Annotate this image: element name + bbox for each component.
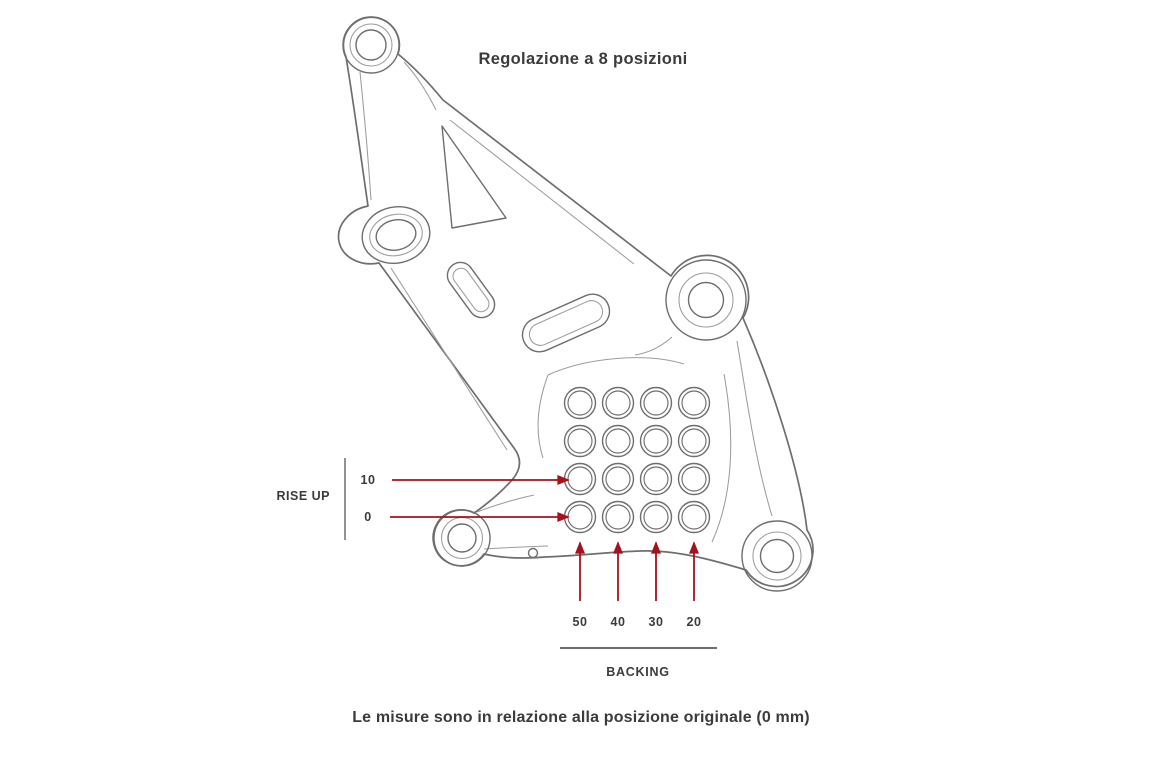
grid-hole <box>563 386 597 420</box>
detail-line <box>711 373 732 543</box>
bottom-left-boss-hole <box>447 523 477 553</box>
detail-line <box>483 545 549 550</box>
grid-hole <box>601 500 635 534</box>
right-boss-hole <box>687 281 725 319</box>
top-boss <box>342 16 400 74</box>
oval-boss-ring <box>369 213 423 257</box>
bottom-right-boss-ring <box>752 531 802 581</box>
detail-line <box>359 71 372 201</box>
web-cutout <box>441 125 507 229</box>
detail-line <box>390 267 508 451</box>
bottom-left-boss <box>433 509 491 567</box>
rise-up-value-0: 0 <box>364 510 372 524</box>
bracket-drawing <box>337 16 814 592</box>
rise-up-value-10: 10 <box>360 473 376 487</box>
grid-hole <box>677 424 711 458</box>
slot-upper-inner-line <box>452 267 490 313</box>
annotations <box>344 458 717 649</box>
oval-boss <box>361 206 431 264</box>
grid-hole <box>563 462 597 496</box>
grid-hole <box>601 424 635 458</box>
oval-boss-outline <box>361 206 431 264</box>
bottom-right-boss <box>741 520 813 592</box>
detail-line <box>736 340 773 517</box>
edge-detail-lines <box>359 61 773 550</box>
grid-hole <box>639 424 673 458</box>
grid-hole <box>563 424 597 458</box>
backing-label: BACKING <box>606 665 670 679</box>
slot-lower-inner-line <box>528 300 604 346</box>
oval-boss-hole <box>375 219 417 251</box>
grid-hole <box>563 500 597 534</box>
detail-line <box>476 494 535 513</box>
backing-value-30: 30 <box>648 615 664 629</box>
grid-hole <box>639 462 673 496</box>
page-title: Regolazione a 8 posizioni <box>478 50 688 68</box>
slot-upper <box>446 261 496 319</box>
slot-lower-outline <box>521 293 611 353</box>
detail-line <box>537 374 549 459</box>
top-boss-ring <box>349 23 393 67</box>
backing-value-40: 40 <box>610 615 626 629</box>
grid-hole <box>677 462 711 496</box>
bottom-right-boss-outline <box>741 520 813 592</box>
bottom-left-boss-outline <box>433 509 491 567</box>
small-pin-hole <box>527 547 539 559</box>
top-boss-hole <box>355 29 387 61</box>
caption: Le misure sono in relazione alla posizio… <box>352 709 810 726</box>
top-boss-outline <box>342 16 400 74</box>
detail-line <box>403 61 437 111</box>
detail-line <box>634 336 673 356</box>
detail-line <box>449 119 635 265</box>
right-boss-outline <box>665 259 747 341</box>
detail-line <box>547 357 685 376</box>
right-boss <box>665 259 747 341</box>
backing-value-50: 50 <box>572 615 588 629</box>
grid-hole <box>601 386 635 420</box>
grid-hole <box>639 386 673 420</box>
grid-hole <box>601 462 635 496</box>
grid-hole <box>677 386 711 420</box>
grid-hole <box>639 500 673 534</box>
bottom-right-boss-hole <box>759 538 795 574</box>
backing-value-20: 20 <box>686 615 702 629</box>
slot-lower <box>521 293 611 353</box>
grid-hole <box>677 500 711 534</box>
slot-upper-outline <box>446 261 496 319</box>
right-boss-ring <box>678 272 734 328</box>
rise-up-label: RISE UP <box>276 489 330 503</box>
